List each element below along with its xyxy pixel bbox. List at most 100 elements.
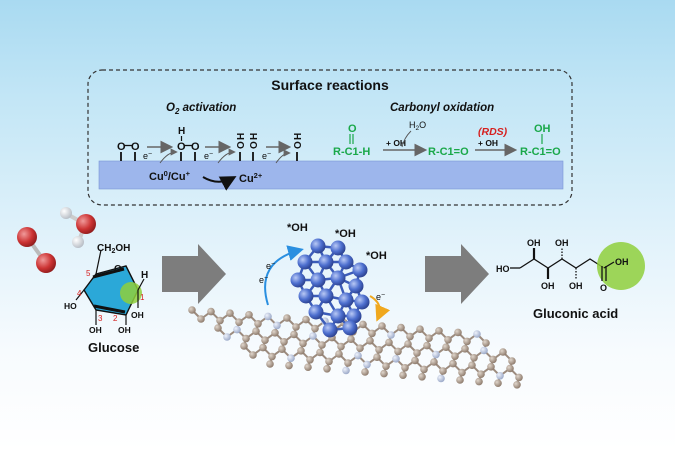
svg-text:OH: OH [534,123,551,135]
cu-atom [322,322,338,338]
nitrogen-atom [233,325,241,334]
graphene-support [188,306,523,389]
carbon-atom [506,364,514,373]
carbon-atom [401,364,409,372]
carbon-atom [375,346,383,354]
oh-lower-2: OH [569,281,583,291]
cu-atom [346,308,362,324]
carbon-atom [423,341,431,350]
step2-reagent: + OH [478,138,498,148]
nitrogen-atom [223,333,231,341]
glucose-structure: CH2OH O H OH OH OH HO 5 4 3 2 1 Glucose [64,243,148,355]
carbon-atom [302,315,310,324]
carbon-atom [397,323,405,332]
oxygen-atom [17,227,37,247]
svg-text:H: H [249,133,260,140]
oh-adsorbate-label-2: *OH [335,228,356,240]
svg-text:R-C1-H: R-C1-H [333,146,370,158]
svg-text:O: O [348,123,357,135]
svg-text:H: H [236,133,247,140]
cu-atom [310,272,326,288]
o2-activation-heading: O2 activation [166,102,236,116]
svg-text:O: O [117,141,126,153]
carboxyl-highlight [597,242,645,290]
nitrogen-atom [354,351,362,360]
svg-text:O: O [249,141,260,149]
cu-atom [338,254,354,270]
reaction-arrow-right [425,244,489,304]
water-label: H2O [409,120,426,132]
cu-atom [348,278,364,294]
carbon-atom [292,323,300,331]
gluconic-acid-label: Gluconic acid [533,306,618,321]
cu-atom [310,238,326,254]
cu-atom [290,272,306,288]
carbon-atom [261,336,269,345]
carbon-atom [416,325,424,334]
carbon-atom [240,342,248,350]
carbon-atom [197,315,205,323]
cu-atom [330,240,346,256]
cu-atom [354,294,370,310]
terminal-ho: HO [496,264,510,274]
position-5: 5 [86,269,91,278]
carbon-atom [385,338,393,347]
carbon-atom [283,314,291,322]
carbon-atom [216,316,224,325]
carbon-atom [226,309,234,318]
carbon-atom [337,342,345,351]
oh-upper-2: OH [555,238,569,248]
panel-title: Surface reactions [271,77,389,93]
carbon-atom [515,373,523,382]
cu2-plus-label: Cu2+ [239,171,263,185]
carbon-atom [494,379,502,388]
reaction-arrow-left [162,244,226,304]
panel-border [87,69,573,206]
oh-c2: OH [118,325,131,335]
carbon-atom [252,327,260,336]
position-3: 3 [98,314,103,323]
molecules-o2-h2o [17,207,96,273]
carbon-atom [254,320,262,328]
electron-transfer-curve-1 [159,148,178,164]
nitrogen-atom [437,374,445,383]
nitrogen-atom [387,331,395,339]
oh-c1: OH [131,310,144,320]
carbon-atom [306,356,314,364]
cu-atom [297,254,313,270]
nitrogen-atom [342,366,350,375]
carbon-atom [361,368,369,376]
oh-adsorbate-label-1: *OH [287,222,308,234]
carbon-atom [347,335,355,344]
electron-flow-arrow [264,245,304,306]
carbon-atom [475,377,483,386]
cu-atom [298,288,314,304]
carbon-atom [188,306,196,314]
oxygen-atom [36,253,56,273]
carbon-atom [335,350,343,358]
cu-atom [330,308,346,324]
carbon-atom [245,311,253,319]
carbon-atom [249,351,257,359]
electron-transfer-curve-3 [275,149,291,164]
electron-label-1: e− [143,151,152,161]
cu-atom [330,270,346,286]
two-oh-adsorbed: O H O H [236,133,260,161]
carbon-atom [487,363,495,371]
carbon-atom [442,343,450,352]
ch2oh-label: CH2OH [97,243,130,255]
rds-label: (RDS) [478,126,508,138]
step1-reagent: + OH [386,138,406,148]
hydrogen-atom [60,207,72,219]
carbon-atom [235,318,243,327]
carbon-atom [435,327,443,335]
carbon-atom [271,329,279,337]
carbon-atom [508,357,516,365]
cu-atom [318,254,334,270]
electron-backflow-arrow [369,295,391,322]
carbon-atom [299,339,307,348]
carbon-atom [378,322,386,330]
nitrogen-atom [309,332,317,340]
carbon-atom [461,345,469,353]
intermediate-species: R-C1=O [428,146,469,158]
